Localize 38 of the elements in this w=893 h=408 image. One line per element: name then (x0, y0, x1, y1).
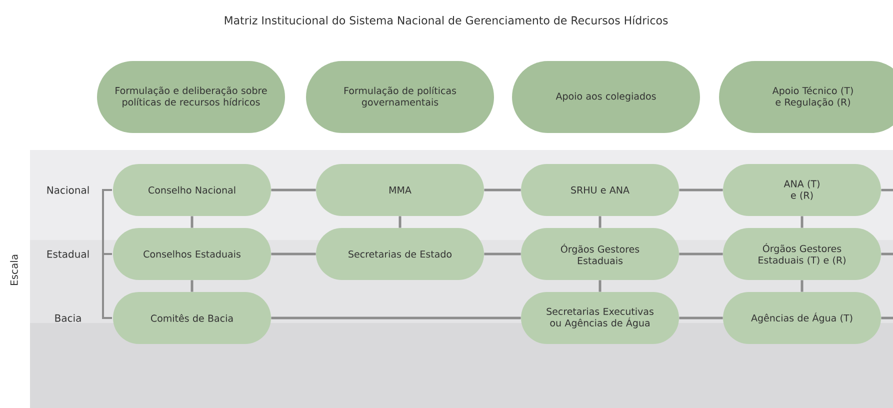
institution-pill: MMA (316, 164, 484, 216)
connector-line (598, 280, 602, 292)
row-label: Nacional (47, 186, 89, 194)
connector-line (271, 252, 316, 256)
connector-line (271, 188, 316, 192)
connector-line (398, 216, 402, 228)
connector-line (484, 188, 521, 192)
category-pill: Formulação e deliberação sobre políticas de recursos hídricos (97, 61, 285, 133)
connector-line (881, 188, 893, 192)
connector-line (679, 188, 723, 192)
row-label: Estadual (47, 250, 89, 258)
institution-pill: Conselhos Estaduais (113, 228, 271, 280)
institution-pill: Comitês de Bacia (113, 292, 271, 344)
connector-line (881, 316, 893, 320)
institution-pill: SRHU e ANA (521, 164, 679, 216)
institution-pill: Órgãos Gestores Estaduais (T) e (R) (723, 228, 881, 280)
connector-line (598, 216, 602, 228)
institution-pill: Conselho Nacional (113, 164, 271, 216)
connector-line (800, 280, 804, 292)
connector-line (190, 216, 194, 228)
institution-pill: ANA (T) e (R) (723, 164, 881, 216)
institution-pill: Secretarias de Estado (316, 228, 484, 280)
category-pill: Formulação de políticas governamentais (306, 61, 494, 133)
connector-line (190, 280, 194, 292)
title: Matriz Institucional do Sistema Nacional de Gerenciamento de Recursos Hídricos (224, 16, 668, 24)
institution-pill: Secretarias Executivas ou Agências de Água (521, 292, 679, 344)
connector-line (800, 216, 804, 228)
axis-label: Escala (10, 254, 18, 286)
category-pill: Apoio aos colegiados (512, 61, 700, 133)
connector-line (679, 252, 723, 256)
institution-pill: Órgãos Gestores Estaduais (521, 228, 679, 280)
connector-line (271, 316, 521, 320)
connector-line (679, 316, 723, 320)
institution-pill: Agências de Água (T) (723, 292, 881, 344)
category-pill: Apoio Técnico (T) e Regulação (R) (719, 61, 893, 133)
connector-line (881, 252, 893, 256)
connector-line (484, 252, 521, 256)
row-label: Bacia (55, 314, 81, 322)
